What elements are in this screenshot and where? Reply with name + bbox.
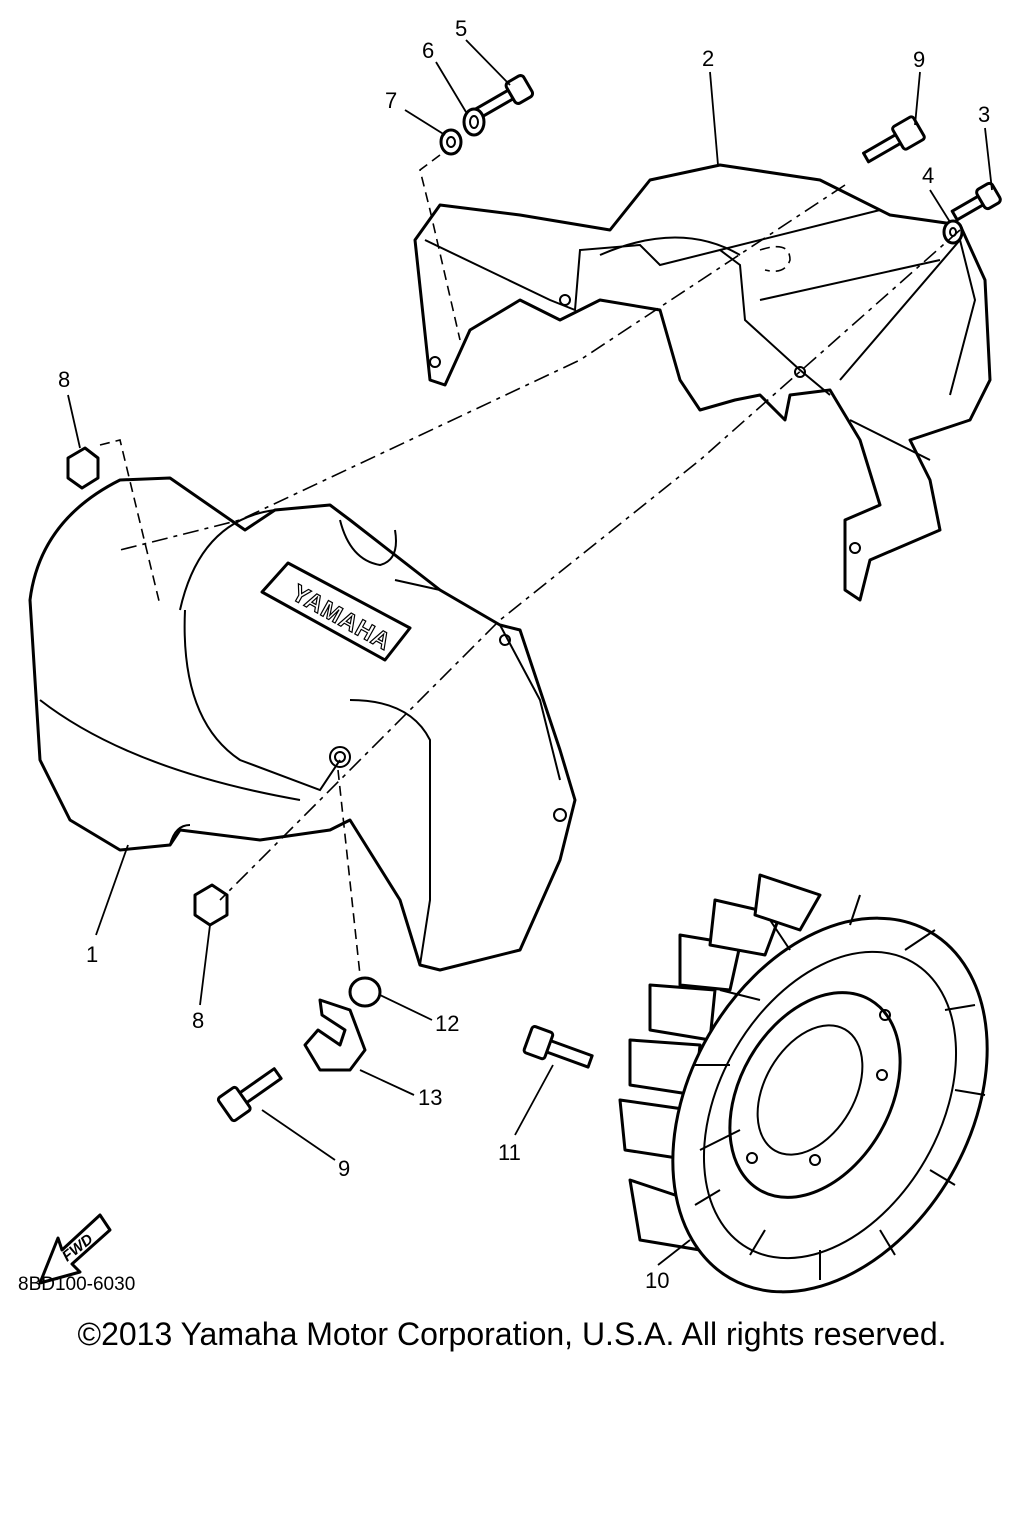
copyright-notice: ©2013 Yamaha Motor Corporation, U.S.A. A… bbox=[77, 1316, 947, 1352]
part-9-bolt-upper bbox=[862, 115, 926, 164]
callout-4: 4 bbox=[922, 163, 934, 188]
callout-10: 10 bbox=[645, 1268, 669, 1293]
drawing-code: 8BD100-6030 bbox=[18, 1274, 135, 1295]
part-2-upper-shroud bbox=[413, 163, 992, 602]
part-7-washer bbox=[439, 128, 463, 156]
callout-9-lower: 9 bbox=[338, 1156, 350, 1181]
part-8-nut-upper bbox=[66, 446, 100, 490]
callout-2: 2 bbox=[702, 46, 714, 71]
part-3-screw bbox=[950, 181, 1002, 222]
part-5-screw bbox=[472, 74, 535, 121]
part-8-nut-lower bbox=[193, 883, 229, 927]
callout-numbers: 5 6 7 2 9 3 4 8 1 8 12 13 11 9 10 bbox=[58, 16, 990, 1293]
callout-11: 11 bbox=[498, 1140, 521, 1165]
callout-1: 1 bbox=[86, 942, 98, 967]
fwd-arrow: FWD bbox=[38, 1213, 112, 1285]
callout-8-upper: 8 bbox=[58, 367, 70, 392]
part-1-main-shroud: YAMAHA bbox=[28, 476, 577, 972]
callout-13: 13 bbox=[418, 1085, 442, 1110]
part-6-lock-washer bbox=[462, 107, 486, 137]
callout-9-upper: 9 bbox=[913, 47, 925, 72]
leader-lines bbox=[67, 39, 993, 1266]
part-11-bolt bbox=[522, 1025, 594, 1069]
assembly-lines bbox=[99, 154, 961, 976]
callout-7: 7 bbox=[385, 88, 397, 113]
callout-6: 6 bbox=[422, 38, 434, 63]
callout-5: 5 bbox=[455, 16, 467, 41]
part-13-clip bbox=[303, 998, 367, 1072]
part-12-collar bbox=[348, 976, 382, 1008]
part-10-flywheel bbox=[618, 873, 989, 1294]
part-4-washer bbox=[942, 219, 964, 245]
part-9-bolt-lower bbox=[216, 1067, 283, 1123]
callout-8-lower: 8 bbox=[192, 1008, 204, 1033]
callout-3: 3 bbox=[978, 102, 990, 127]
callout-12: 12 bbox=[435, 1011, 459, 1036]
